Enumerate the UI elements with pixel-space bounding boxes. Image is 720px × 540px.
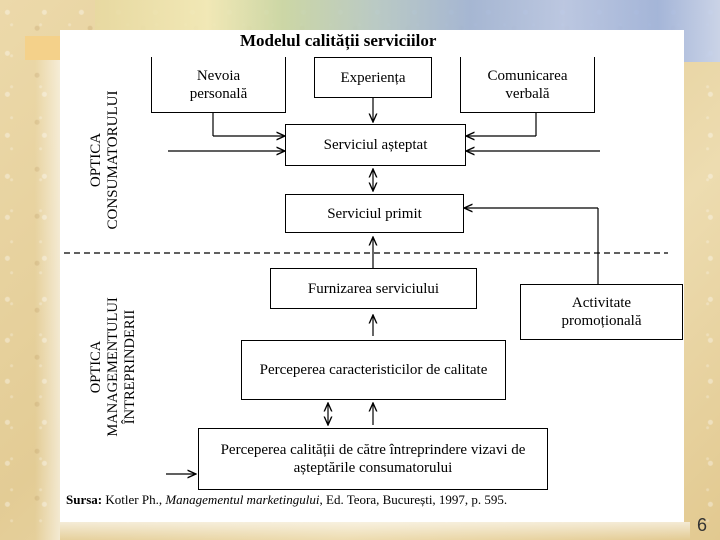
diagram-title: Modelul calității serviciilor bbox=[240, 31, 437, 50]
box-expected-service: Serviciul așteptat bbox=[285, 124, 466, 166]
source-label: Sursa: bbox=[66, 492, 103, 507]
source-work: Managementul marketingului bbox=[165, 492, 320, 507]
box-enterprise-quality-perception: Perceperea calității de către întreprind… bbox=[198, 428, 548, 490]
source-citation: Sursa: Kotler Ph., Managementul marketin… bbox=[66, 492, 676, 508]
label-management-view: OPTICA MANAGEMENTULUI ÎNTREPRINDERII bbox=[88, 297, 138, 437]
box-service-delivery: Furnizarea serviciului bbox=[270, 268, 477, 309]
label-consumer-view: OPTICA CONSUMATORULUI bbox=[88, 90, 121, 230]
source-author: Kotler Ph., bbox=[105, 492, 163, 507]
box-experience: Experiența bbox=[314, 57, 432, 98]
panel-shadow-left bbox=[35, 60, 60, 540]
panel-shadow-bottom bbox=[60, 522, 690, 540]
slide-number: 6 bbox=[697, 515, 708, 535]
box-received-service: Serviciul primit bbox=[285, 194, 464, 233]
box-promotional-activity: Activitate promoțională bbox=[520, 284, 683, 340]
source-details: , Ed. Teora, București, 1997, p. 595. bbox=[319, 492, 508, 507]
box-quality-characteristics-perception: Perceperea caracteristicilor de calitate bbox=[241, 340, 506, 400]
box-verbal-communication: Comunicarea verbală bbox=[460, 57, 595, 113]
box-personal-need: Nevoia personală bbox=[151, 57, 286, 113]
